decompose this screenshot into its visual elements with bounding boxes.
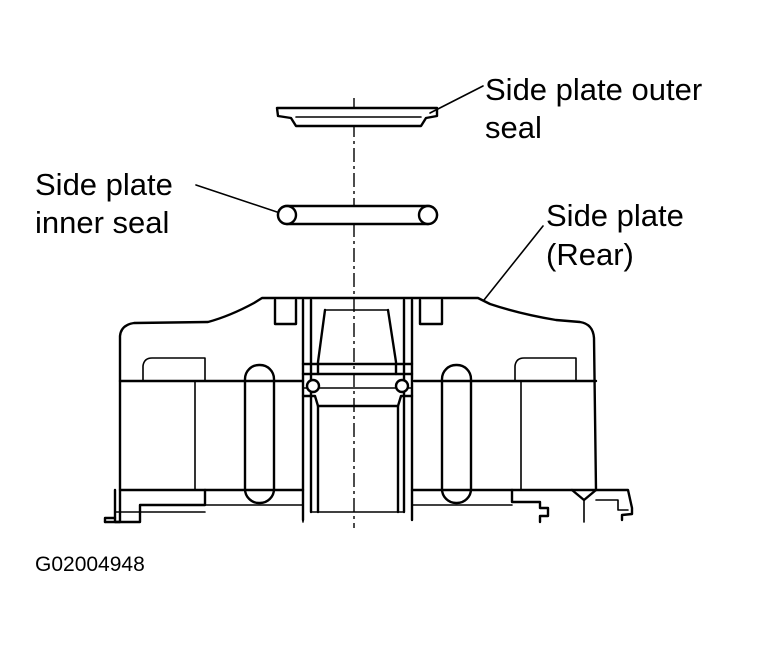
figure-code: G02004948	[35, 553, 145, 576]
label-inner-seal-line1: Side plate	[35, 167, 173, 202]
outer-seal-part	[275, 106, 439, 128]
side-plate-body	[103, 296, 634, 524]
label-outer-seal-line1: Side plate outer	[485, 72, 702, 107]
label-side-plate-line1: Side plate	[546, 198, 684, 233]
inner-seal-oring	[276, 204, 439, 226]
leader-inner-seal	[195, 184, 278, 213]
leader-outer-seal	[429, 85, 484, 114]
label-outer-seal-line2: seal	[485, 110, 542, 145]
label-side-plate-line2: (Rear)	[546, 237, 634, 272]
central-bore	[301, 298, 414, 522]
label-inner-seal-line2: inner seal	[35, 205, 169, 240]
leader-side-plate	[483, 225, 544, 301]
